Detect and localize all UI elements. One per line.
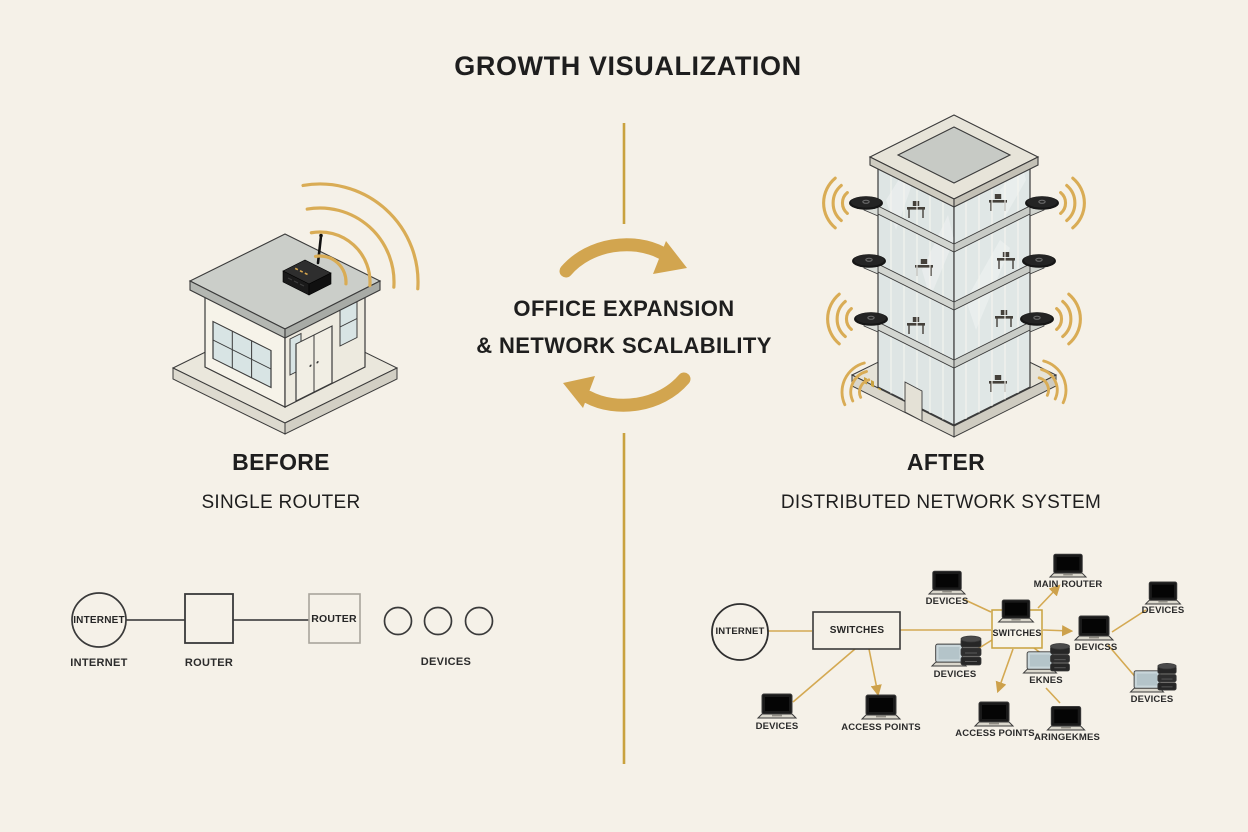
office-tower-illustration [822,114,1086,438]
before-internet-caption: INTERNET [70,657,128,669]
devices-right-top-label: DEVICES [1141,605,1185,616]
devices-a-laptop-icon [757,693,797,719]
main-router-label: MAIN ROUTER [1033,579,1103,590]
devices-left-label: DEVICES [933,669,977,680]
access-points-b-label: ACCESS POINTS [955,728,1035,739]
devices-right-bottom-server-stack-icon [1157,662,1177,691]
devices-right-bottom-label: DEVICES [1130,694,1174,705]
house-window [212,320,272,389]
after-internet-node-label: INTERNET [715,626,765,637]
after-heading: AFTER [906,449,986,475]
small-office-illustration [171,155,445,435]
after-network-diagram [711,553,1181,731]
main-router-laptop-icon [1049,553,1087,578]
before-router-caption: ROUTER [184,657,234,669]
house-door [295,325,333,402]
internet-node [711,603,769,661]
devices-top-laptop-icon [928,570,966,595]
tower-door [904,381,923,422]
devicss-laptop-icon [1074,615,1114,641]
eknes-server-stack-icon [1050,643,1070,672]
access-points-a-label: ACCESS POINTS [841,722,921,733]
tower-roof [868,114,1040,208]
floor-slabs [863,199,1045,369]
aringekmes-laptop-icon [1046,705,1086,731]
router-node [184,593,234,644]
eknes-label: EKNES [1029,675,1063,686]
before-heading: BEFORE [232,449,330,475]
switch1-node [812,611,901,650]
roof-router-icon [282,233,332,296]
internet-node [71,592,127,648]
house-window-right [339,298,358,347]
access-points-a-laptop-icon [861,694,901,720]
devices-a-label: DEVICES [755,721,799,732]
devices-left-server-stack-icon [960,635,982,666]
device-nodes [383,606,494,636]
switch2-laptop-icon [998,599,1034,623]
before-router2-node-label: ROUTER [311,613,357,625]
before-network-diagram [71,592,494,648]
center-caption-line1: OFFICE EXPANSION [513,296,735,321]
after-switch2-label: SWITCHES [992,628,1042,638]
devicss-label: DEVICSS [1074,642,1118,653]
before-devices-caption: DEVICES [420,656,472,668]
access-points-b-laptop-icon [974,701,1014,727]
devices-right-top-laptop-icon [1145,581,1181,605]
before-internet-node-label: INTERNET [73,615,125,626]
router2-node [308,593,361,644]
page-title: GROWTH VISUALIZATION [454,51,802,81]
after-switch1-label: SWITCHES [829,625,885,636]
network-edges [768,584,1147,704]
devices-top-label: DEVICES [925,596,969,607]
cycle-arrows-icon [559,238,691,412]
aringekmes-label: ARINGEKMES [1034,732,1100,743]
before-subheading: SINGLE ROUTER [201,492,361,513]
center-caption-line2: & NETWORK SCALABILITY [476,333,772,358]
after-subheading: DISTRIBUTED NETWORK SYSTEM [780,492,1102,513]
